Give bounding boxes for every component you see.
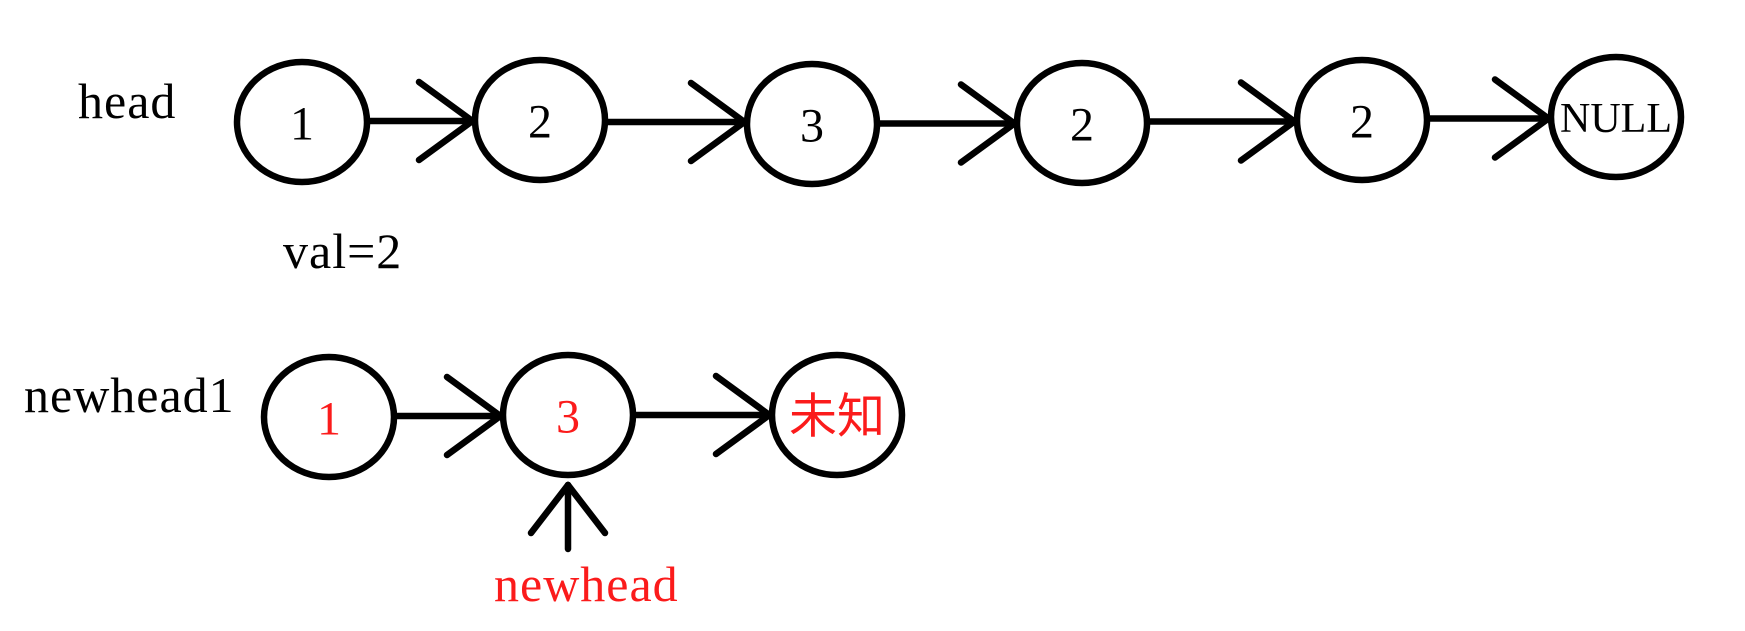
node-value: 2 [528,96,552,149]
node-circle [499,351,637,479]
node-value: 1 [317,393,341,446]
arrow-line [564,481,609,537]
node-circle [1547,53,1685,181]
node-value: 3 [800,100,824,153]
list-node: 未知 [768,351,906,479]
next-pointer-arrow [630,372,783,458]
node-circle [260,353,398,481]
list-node: 1 [260,353,398,481]
linked-list-row: 1 3 未知 [260,351,906,481]
next-pointer-arrow [874,81,1028,166]
node-value: 2 [1070,99,1094,152]
arrow-line [1491,108,1562,161]
list-node: 3 [743,60,881,188]
node-circle [743,60,881,188]
list-node: 2 [1013,59,1151,187]
list-node: 1 [233,58,371,186]
list-node: 2 [1293,56,1431,184]
linked-list-row: 1 2 3 2 2 NULL [233,53,1685,188]
node-circle [233,58,371,186]
node-value: 未知 [789,391,885,444]
arrow-line [1237,111,1308,164]
node-value: 3 [556,391,580,444]
list-node: NULL [1547,53,1685,181]
node-value: 2 [1350,96,1374,149]
arrow-line [443,405,514,459]
node-value: NULL [1560,96,1672,142]
next-pointer-arrow [1144,79,1308,164]
arrow-line [957,113,1028,166]
list-node: 3 [499,351,637,479]
next-pointer-arrow [1424,76,1562,161]
newhead-pointer-label: newhead [494,556,679,612]
arrow-line [687,111,758,165]
next-pointer-arrow [391,373,514,459]
node-circle [471,56,609,184]
node-value: 1 [290,98,314,151]
node-circle [1013,59,1151,187]
next-pointer-arrow [602,79,758,165]
node-circle [768,351,906,479]
newhead-pointer-arrow [527,481,609,553]
arrow-line [712,404,783,458]
head-pointer-label: head [78,73,177,129]
next-pointer-arrow [364,78,486,164]
val-annotation: val=2 [283,223,403,279]
node-circle [1293,56,1431,184]
arrow-line [527,481,572,537]
list-node: 2 [471,56,609,184]
arrow-line [415,110,486,164]
newhead1-pointer-label: newhead1 [24,367,235,423]
